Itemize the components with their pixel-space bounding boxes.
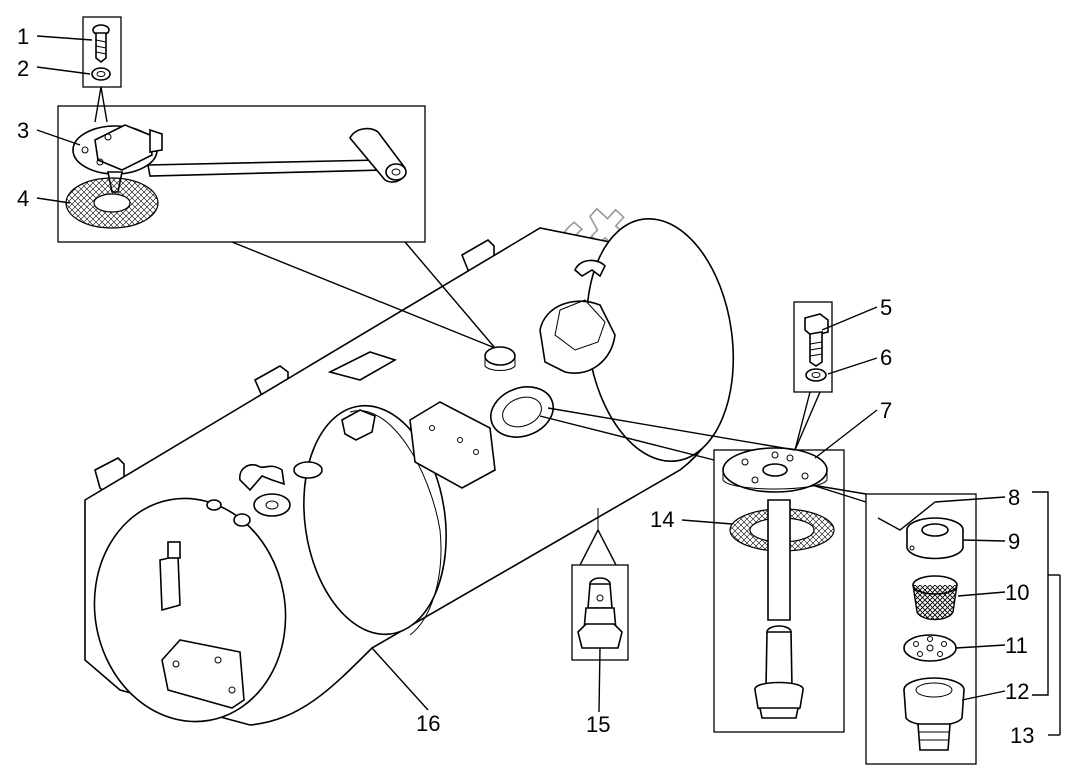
callout-2: 2 xyxy=(17,56,29,81)
callout-5: 5 xyxy=(880,295,892,320)
callout-14: 14 xyxy=(650,507,674,532)
callout-12: 12 xyxy=(1005,679,1029,704)
drain-plug-inset xyxy=(571,529,629,661)
callout-8: 8 xyxy=(1008,485,1020,510)
callout-11: 11 xyxy=(1005,633,1028,658)
callout-15: 15 xyxy=(586,712,610,737)
callout-7: 7 xyxy=(880,398,892,423)
callout-1: 1 xyxy=(17,24,29,49)
fuel-intake-inset xyxy=(539,301,845,733)
callout-4: 4 xyxy=(17,186,29,211)
fuel-tank xyxy=(84,217,735,726)
fuel-gauge-sender-inset xyxy=(57,16,496,349)
callout-16: 16 xyxy=(416,711,440,736)
callout-10: 10 xyxy=(1005,580,1029,605)
callout-9: 9 xyxy=(1008,529,1020,554)
callout-6: 6 xyxy=(880,345,892,370)
callout-3: 3 xyxy=(17,118,29,143)
callout-labels: 1 2 3 4 5 6 7 8 9 10 11 12 13 14 15 16 xyxy=(17,24,1034,748)
callout-13: 13 xyxy=(1010,723,1034,748)
leader-lines xyxy=(36,35,1061,736)
strainer-inset xyxy=(811,484,977,765)
